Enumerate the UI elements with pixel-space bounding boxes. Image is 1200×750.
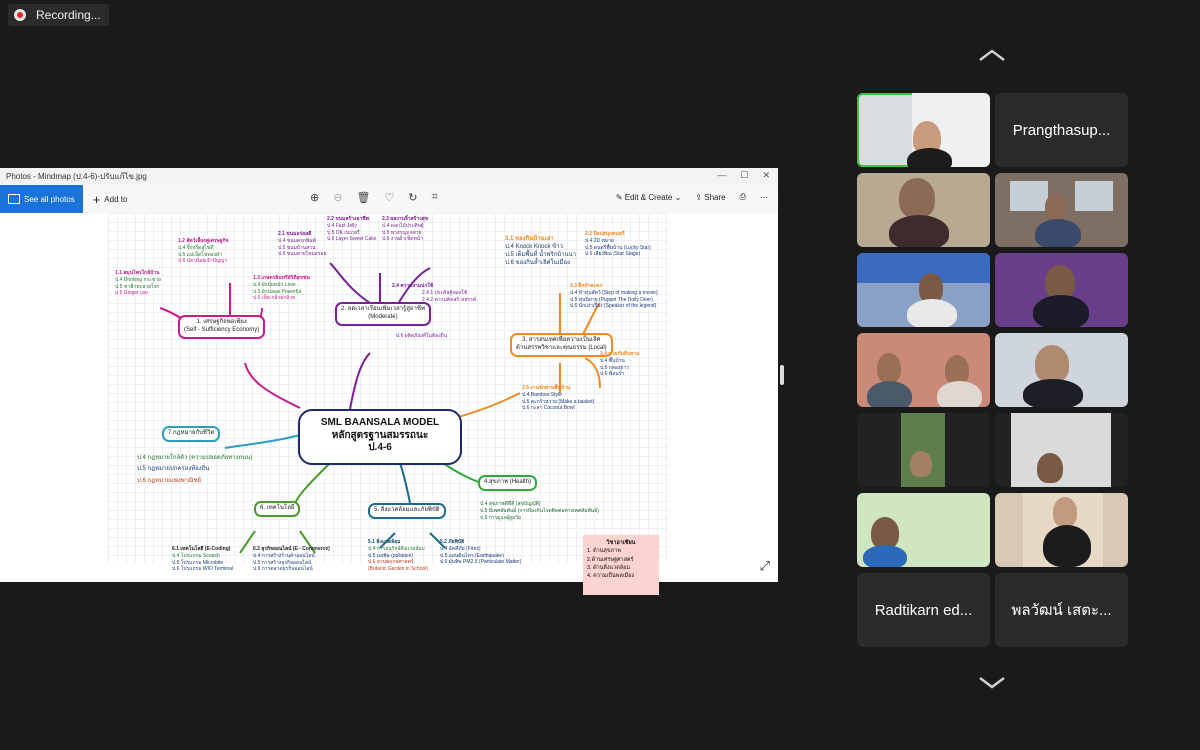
maximize-icon[interactable]: ☐	[740, 170, 749, 180]
edit-create-button[interactable]: ✎ Edit & Create ⌄	[615, 192, 682, 202]
branch-1-2: 1.2 สัตว์เลี้ยงคู่เศรษฐกิจ ป.4 จิ้งหรีดส…	[178, 238, 229, 265]
recording-indicator[interactable]: Recording...	[8, 4, 109, 26]
photos-toolbar: See all photos + Add to ⊕ ⊖ 🗑 ♡ ↻ ⌗ ✎ Ed…	[0, 185, 778, 214]
window-title: Photos - Mindmap (ป.4-6)-ปรับแก้ไข.jpg	[6, 172, 147, 181]
favorite-icon[interactable]: ♡	[384, 192, 395, 204]
participant-video-tile[interactable]	[857, 413, 990, 487]
recording-label: Recording...	[36, 8, 101, 22]
panel-resize-handle[interactable]	[780, 365, 784, 385]
branch-3-1: 3.1 ของกินบ้านเฮา ป.4 Knock Knock ข้าว ป…	[505, 236, 577, 267]
photos-icon	[8, 194, 20, 204]
participant-video-tile[interactable]	[995, 333, 1128, 407]
branch-1-box: 1. เศรษฐกิจพอเพียง (Self - Sufficiency E…	[178, 315, 266, 339]
branch-7-box: 7.กฎหมายกับชีวิต	[162, 426, 221, 442]
branch-2-4: 2.4 ความงามน่าใช้ 2.4.1 ประดิษฐ์ของใช้ 2…	[392, 283, 477, 340]
asean-note: วิชาอาเซียน 1. ด้านสุขภาพ 2.ด้านเศรษฐศาส…	[583, 535, 659, 595]
participant-video-tile[interactable]	[857, 333, 990, 407]
branch-5-2: 5.2 ภัยพิบัติ ป.4 อัคคีภัย (Fires) ป.5 แ…	[440, 539, 522, 566]
title-bar: Photos - Mindmap (ป.4-6)-ปรับแก้ไข.jpg —…	[0, 168, 778, 185]
participant-name-tile[interactable]: พลวัฒน์ เสตะ...	[995, 573, 1128, 647]
add-to-button[interactable]: + Add to	[92, 191, 128, 207]
branch-6-box: 6. เทคโนโลยี	[254, 501, 301, 517]
scroll-down-icon[interactable]	[978, 676, 1006, 690]
print-icon[interactable]: ⎙	[739, 192, 746, 201]
mindmap-center: SML BAANSALA MODEL หลักสูตรฐานสมรรถนะ ป.…	[298, 409, 462, 465]
branch-3-5: 3.5 งานจักสานพื้นบ้าน ป.4 Bamboo Style ป…	[522, 385, 595, 412]
scroll-up-icon[interactable]	[978, 48, 1006, 62]
zoom-out-icon[interactable]: ⊖	[333, 192, 343, 204]
record-icon	[14, 9, 26, 21]
branch-4-items: ป.4 สุขภาพดีที่ดี (สุขบัญญัติ) ป.5 มีเพศ…	[480, 501, 599, 521]
branch-2-2: 2.2 ขนมสร้างอาชีพ ป.4 Fast Jelly ป.5 OK …	[327, 216, 377, 243]
branch-5-1: 5.1 สิ่งแวดล้อม ป.4 การอนุรักษ์สิ่งแวดล้…	[368, 539, 429, 572]
share-button[interactable]: ⇪ Share	[695, 192, 726, 202]
branch-1-1: 1.1 สมุนไพรใกล้บ้าน ป.4 Drinking กระชาย …	[115, 270, 161, 297]
mindmap-connectors	[159, 262, 601, 554]
participant-video-tile[interactable]	[995, 253, 1128, 327]
branch-2-1: 2.1 ขนมอร่อยดี ป.4 ขนมครกพิมพ์ ป.5 ขนมบ้…	[278, 231, 327, 258]
branch-3-2: 3.2 ป๊อปสนุกดนตรี ป.4 2D หมาย ป.5 ดนตรีพ…	[585, 231, 651, 258]
minimize-icon[interactable]: —	[717, 170, 727, 180]
more-icon[interactable]: ⋯	[760, 192, 768, 202]
participant-video-tile[interactable]	[857, 173, 990, 247]
plus-icon: +	[92, 191, 101, 207]
zoom-in-icon[interactable]: ⊕	[310, 192, 320, 204]
see-all-photos-button[interactable]: See all photos	[0, 185, 83, 213]
branch-3-3: 3.3 ฝึกทำละคร ป.4 ทำหุ่นสัตว์ (Step of m…	[570, 283, 658, 310]
delete-icon[interactable]: 🗑	[356, 192, 371, 204]
branch-6-1: 6.1 เทคโนโลยี (E-Coding) ป.4 โปรแกรม Scr…	[172, 546, 234, 573]
branch-5-box: 5. สิ่งแวดล้อมและภัยพิบัติ	[368, 503, 446, 519]
photos-window: Photos - Mindmap (ป.4-6)-ปรับแก้ไข.jpg —…	[0, 168, 778, 595]
branch-2-box: 2. ลดเวลาเรียนเพิ่มเวลารู้สู่อาชีพ (Mode…	[335, 302, 431, 326]
branch-4-box: 4.สุขภาพ (Health)	[478, 475, 538, 491]
branch-1-3: 1.3 เกษตรอินทรีย์วิถีสุขชน ป.4 ผักปุ๋ยหม…	[253, 275, 310, 302]
participant-video-tile[interactable]	[995, 493, 1128, 567]
branch-2-3: 2.3 ผลงานจิ๋วสร้างสุข ป.4 ดอกไม้ประดิษฐ์…	[382, 216, 429, 243]
participant-video-tile[interactable]	[857, 493, 990, 567]
participant-name-tile[interactable]: Radtikarn ed...	[857, 573, 990, 647]
branch-7-items: ป.4 กฎหมายใกล้ตัว (ความปลอดภัยทางถนน) ป.…	[137, 455, 253, 484]
participant-name-tile[interactable]: Prangthasup...	[995, 93, 1128, 167]
participant-video-tile[interactable]	[857, 253, 990, 327]
branch-3-box: 3. สารสนเทศเพื่อความเป็นเลิศ ด้านสรรพวิช…	[510, 333, 613, 357]
image-canvas: SML BAANSALA MODEL หลักสูตรฐานสมรรถนะ ป.…	[0, 213, 778, 595]
rotate-icon[interactable]: ↻	[408, 192, 418, 204]
participant-video-tile[interactable]	[995, 413, 1128, 487]
participant-video-tile[interactable]	[857, 93, 990, 167]
participant-video-tile[interactable]	[995, 173, 1128, 247]
expand-icon[interactable]: ⤢	[759, 558, 770, 573]
branch-6-2: 6.2 ธุรกิจออนไลน์ (E - Commerce) ป.4 การ…	[253, 546, 330, 573]
crop-icon[interactable]: ⌗	[431, 191, 438, 203]
branch-3-4: 3.4 ช่วยกันสืบสาน ป.4 พื้นบ้าน ป.5 กลองย…	[600, 351, 640, 378]
close-icon[interactable]: ✕	[762, 170, 770, 180]
